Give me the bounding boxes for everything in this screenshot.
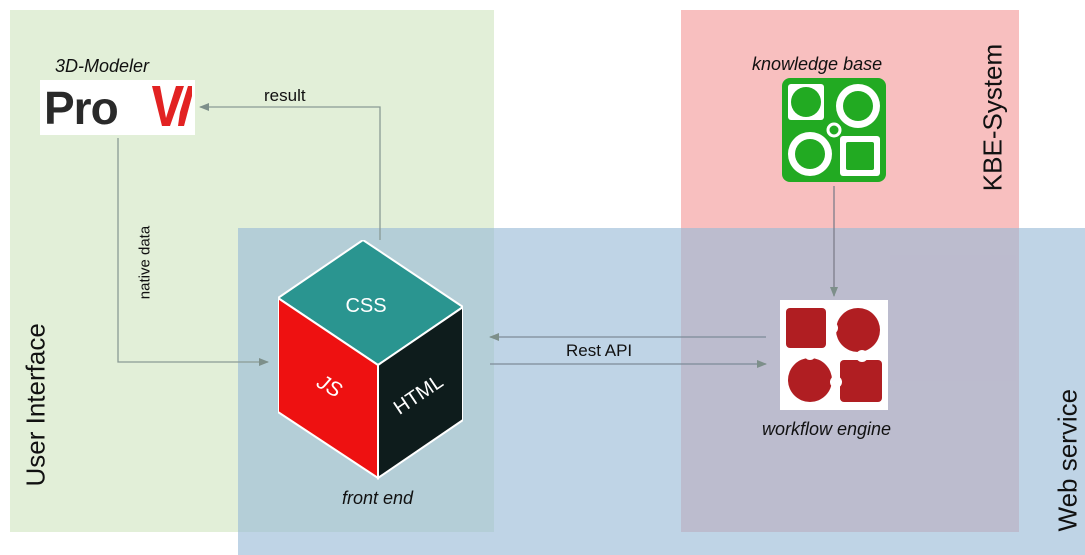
workflow-engine-gears-icon (780, 300, 888, 410)
rest-api-label: Rest API (566, 341, 633, 360)
provi-logo-icon: Pro (40, 80, 195, 135)
logo-accent-mark (152, 86, 192, 126)
modeler-caption: 3D-Modeler (55, 56, 150, 76)
result-arrow (199, 103, 381, 240)
native-data-label: native data (136, 225, 154, 300)
cube-css-text: CSS (345, 295, 386, 317)
logo-wordmark: Pro (44, 82, 119, 134)
front-end-caption: front end (342, 488, 414, 508)
workflow-engine-caption: workflow engine (762, 419, 892, 439)
result-label: result (264, 86, 306, 105)
knowledge-base-gears-icon (782, 78, 886, 182)
front-end-cube-icon: CSS JS HTML (278, 240, 463, 480)
knowledge-base-caption: knowledge base (752, 54, 883, 74)
native-data-arrow (117, 138, 269, 366)
cube-right-face (377, 305, 463, 480)
